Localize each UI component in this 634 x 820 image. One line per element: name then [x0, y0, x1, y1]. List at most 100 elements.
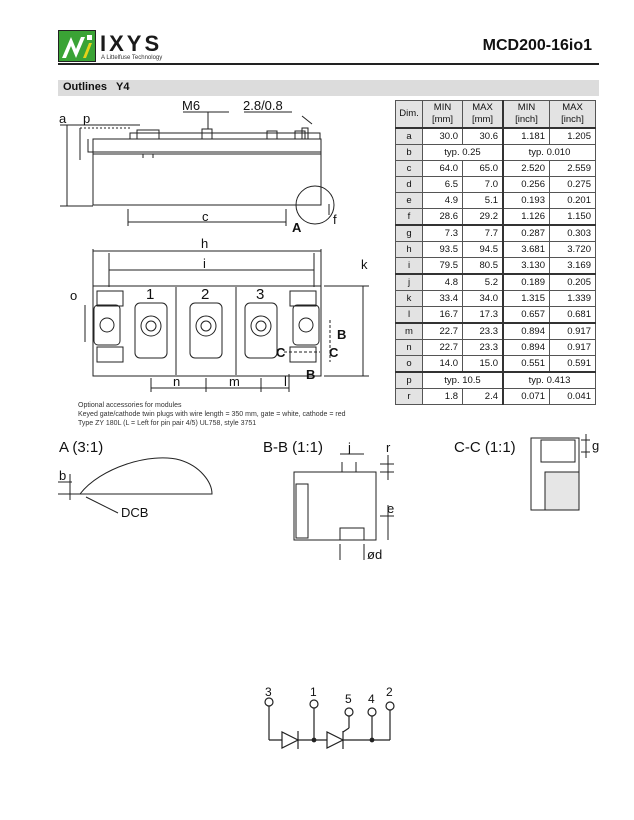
dim-label-m: m: [229, 374, 240, 389]
pin-2-icon: [385, 701, 395, 711]
in-min-cell: 0.894: [502, 339, 550, 356]
in-min-cell: 0.071: [502, 388, 550, 405]
ixys-logo-icon: [58, 30, 96, 62]
mm-max-cell: 5.1: [462, 192, 504, 209]
col-header-mm-min: MIN[mm]: [422, 100, 463, 129]
dim-label-i: i: [203, 256, 206, 271]
dim-cell: h: [395, 241, 423, 258]
mm-min-cell: 22.7: [422, 339, 463, 356]
note-line: Type ZY 180L (L = Left for pin pair 4/5)…: [78, 420, 257, 427]
dim-label-o: o: [70, 288, 77, 303]
dim-label-a: a: [59, 111, 67, 126]
schematic-pin-label-1: 1: [310, 685, 317, 699]
header-divider: [58, 63, 599, 65]
section-c-label-right: C: [329, 345, 339, 360]
mm-max-cell: 23.3: [462, 339, 504, 356]
detail-label-dcb: DCB: [121, 505, 148, 520]
dim-label-m6: M6: [182, 98, 200, 113]
dim-cell: n: [395, 339, 423, 356]
brand-name: IXYS: [100, 31, 163, 56]
schematic-pin-label-4: 4: [368, 692, 375, 706]
dim-label-spade: 2.8/0.8: [243, 98, 283, 113]
section-bar: [58, 80, 599, 96]
detail-label-r: r: [386, 440, 391, 455]
module-side-body: [92, 138, 322, 206]
terminal-label-2: 2: [201, 286, 209, 303]
table-header-row: Dim. MIN[mm] MAX[mm] MIN[inch] MAX[inch]: [395, 100, 596, 129]
in-max-cell: 0.201: [549, 192, 596, 209]
mm-min-cell: 93.5: [422, 241, 463, 258]
detail-cc-drawing: [530, 434, 590, 511]
module-top-body: [92, 285, 322, 377]
part-number: MCD200-16io1: [482, 37, 592, 54]
accessories-notes: Optional accessories for modules Keyed g…: [78, 401, 388, 428]
in-max-cell: 1.339: [549, 290, 596, 307]
col-header-inch-max: MAX[inch]: [549, 100, 596, 129]
detail-a-label: A: [292, 220, 302, 235]
dim-label-p: p: [83, 111, 90, 126]
dim-header: Dim.: [395, 100, 423, 129]
mm-max-cell: 34.0: [462, 290, 504, 307]
mm-max-cell: 2.4: [462, 388, 504, 405]
col-header-inch-min: MIN[inch]: [502, 100, 550, 129]
terminal-label-1: 1: [146, 286, 154, 303]
col-header-mm-max: MAX[mm]: [462, 100, 504, 129]
terminal-label-3: 3: [256, 286, 264, 303]
thyristor-icon: [326, 731, 345, 749]
outline-code: Y4: [116, 81, 130, 93]
in-max-cell: 0.917: [549, 339, 596, 356]
schematic-pin-label-5: 5: [345, 692, 352, 706]
detail-label-d: ød: [367, 547, 382, 562]
dim-label-n: n: [173, 374, 180, 389]
mm-min-cell: 1.8: [422, 388, 463, 405]
note-line: Keyed gate/cathode twin plugs with wire …: [78, 411, 346, 418]
detail-a-title: A (3:1): [59, 439, 103, 456]
brand-tagline: A Littelfuse Technology: [101, 55, 163, 61]
dim-label-c: c: [202, 209, 209, 224]
in-max-cell: 3.720: [549, 241, 596, 258]
pin-4-icon: [367, 707, 377, 717]
dim-cell: k: [395, 290, 423, 307]
schematic-pin-label-3: 3: [265, 685, 272, 699]
detail-a-circle: [295, 185, 335, 225]
detail-label-j: j: [347, 440, 351, 455]
diode-icon: [281, 731, 300, 749]
dim-label-f: f: [333, 212, 337, 227]
mm-min-cell: 4.9: [422, 192, 463, 209]
detail-bb-title: B-B (1:1): [263, 439, 323, 456]
dim-cell: b: [395, 144, 423, 161]
detail-bb-drawing: [293, 453, 394, 560]
pin-1-icon: [309, 699, 319, 709]
detail-label-b: b: [59, 468, 66, 483]
dim-cell: d: [395, 176, 423, 193]
pin-5-icon: [344, 707, 354, 717]
mm-max-cell: 23.3: [462, 322, 504, 340]
dim-cell: m: [395, 322, 423, 340]
section-b-label-top: B: [337, 327, 346, 342]
dimension-table: Dim. MIN[mm] MAX[mm] MIN[inch] MAX[inch]…: [395, 100, 596, 405]
section-title: Outlines: [63, 81, 108, 93]
section-c-label-left: C: [276, 345, 286, 360]
mm-max-cell: 94.5: [462, 241, 504, 258]
section-b-label-bottom: B: [306, 367, 315, 382]
detail-a-drawing: [58, 457, 213, 514]
dim-label-h: h: [201, 236, 208, 251]
detail-label-g: g: [592, 438, 599, 453]
dim-cell: r: [395, 388, 423, 405]
circuit-schematic: [264, 697, 395, 749]
dim-cell: e: [395, 192, 423, 209]
